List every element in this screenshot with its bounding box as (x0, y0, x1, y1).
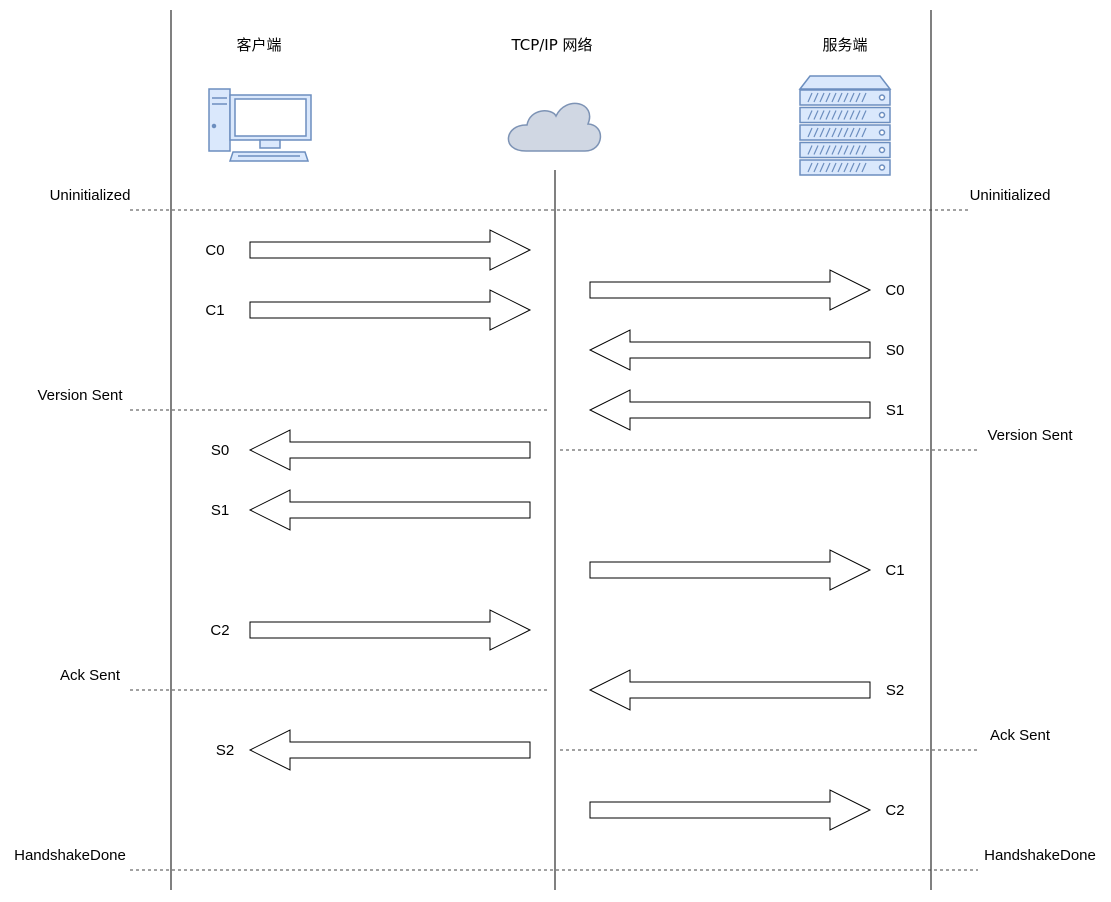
server-state-version-sent: Version Sent (987, 427, 1073, 444)
client-message-arrow (248, 729, 531, 771)
server-message-label: C0 (885, 282, 904, 299)
cloud-icon (507, 102, 602, 152)
server-state-handshake-done: HandshakeDone (984, 847, 1096, 864)
server-message-label: S1 (886, 402, 904, 419)
client-message-arrow (249, 229, 532, 271)
server-message-label: C2 (885, 802, 904, 819)
server-message-arrow (589, 549, 872, 591)
server-rack-icon (798, 75, 892, 176)
desktop-computer-icon (208, 88, 312, 162)
server-state-ack-sent: Ack Sent (990, 727, 1051, 744)
client-message-arrow (249, 289, 532, 331)
client-message-label: C1 (205, 302, 224, 319)
client-state-handshake-done: HandshakeDone (14, 847, 126, 864)
client-state-ack-sent: Ack Sent (60, 667, 121, 684)
client-message-arrow (248, 429, 531, 471)
server-header: 服务端 (822, 36, 867, 54)
server-message-arrow (589, 269, 872, 311)
server-message-arrow (588, 669, 871, 711)
server-state-uninitialized: Uninitialized (970, 187, 1051, 204)
server-unit (799, 106, 891, 124)
client-message-label: C0 (205, 242, 224, 259)
server-unit (799, 141, 891, 159)
client-message-arrow (248, 489, 531, 531)
server-message-arrow (589, 789, 872, 831)
server-message-arrow (588, 389, 871, 431)
server-unit (799, 89, 891, 106)
client-message-label: C2 (210, 622, 229, 639)
server-unit (799, 124, 891, 141)
server-message-arrow (588, 329, 871, 371)
server-message-label: C1 (885, 562, 904, 579)
server-unit (799, 159, 891, 176)
client-state-version-sent: Version Sent (37, 387, 123, 404)
client-message-label: S0 (211, 442, 229, 459)
client-message-label: S2 (216, 742, 234, 759)
client-state-uninitialized: Uninitialized (50, 187, 131, 204)
server-message-label: S0 (886, 342, 904, 359)
client-message-label: S1 (211, 502, 229, 519)
client-header: 客户端 (236, 36, 281, 54)
server-message-label: S2 (886, 682, 904, 699)
client-message-arrow (249, 609, 532, 651)
network-header: TCP/IP 网络 (510, 36, 592, 54)
